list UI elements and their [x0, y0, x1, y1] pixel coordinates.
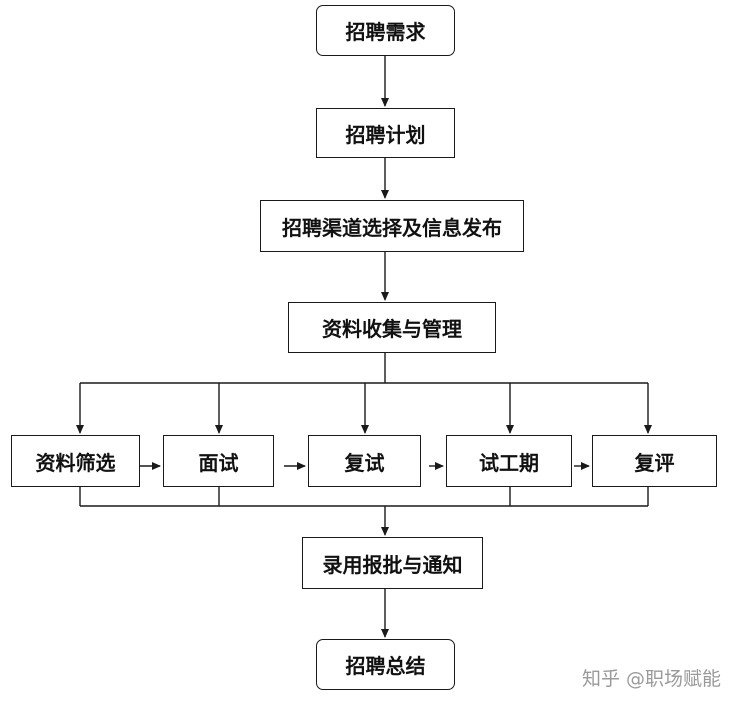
- node-second-interview: 复试: [308, 435, 421, 487]
- node-re-evaluation: 复评: [592, 435, 717, 487]
- node-hiring-approval: 录用报批与通知: [302, 537, 483, 589]
- node-interview: 面试: [163, 435, 274, 487]
- node-data-screening: 资料筛选: [11, 435, 140, 487]
- node-data-collection: 资料收集与管理: [288, 302, 496, 353]
- node-recruitment-demand: 招聘需求: [316, 5, 455, 56]
- node-recruitment-plan: 招聘计划: [316, 108, 455, 158]
- node-probation: 试工期: [446, 435, 572, 487]
- zhihu-watermark: 知乎 @职场赋能: [581, 668, 721, 690]
- node-channel-selection: 招聘渠道选择及信息发布: [260, 200, 524, 252]
- node-recruitment-summary: 招聘总结: [316, 639, 455, 690]
